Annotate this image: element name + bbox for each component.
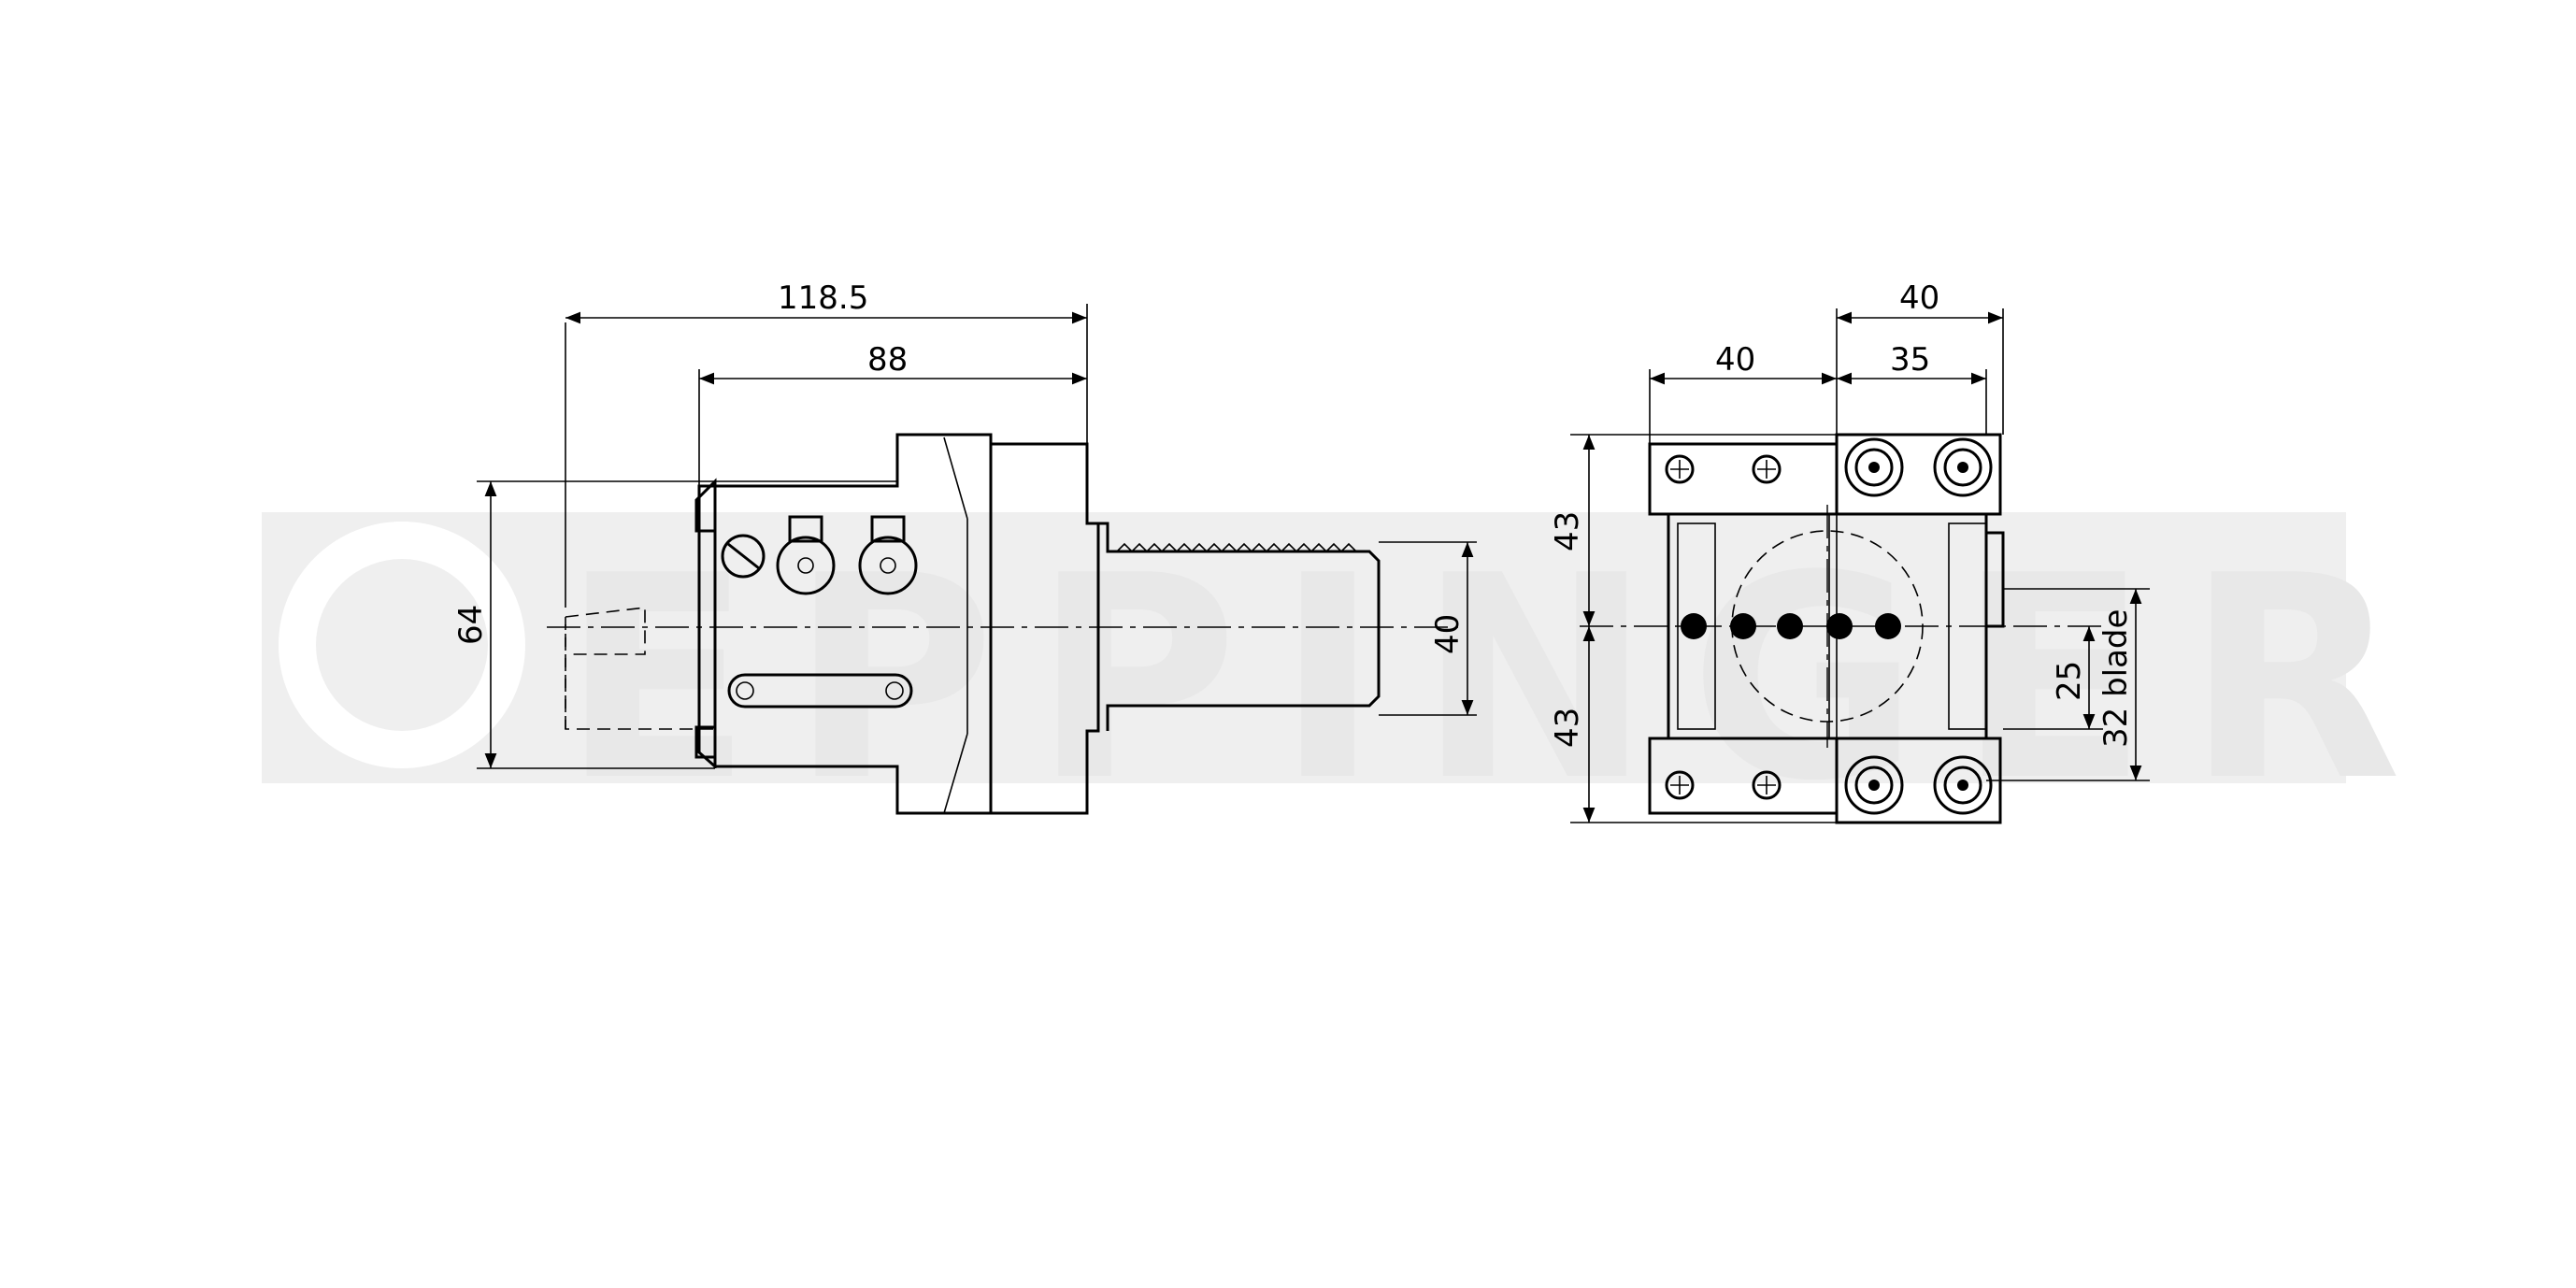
front-hole-tl-1	[1665, 454, 1695, 484]
front-screw-tr-1	[1844, 437, 1904, 497]
watermark: EPPINGER	[262, 512, 2440, 842]
front-clamp-screw-3	[1777, 613, 1803, 639]
dim-top-width-label: 40	[1899, 279, 1939, 317]
front-screw-br-2	[1933, 755, 1993, 815]
front-hole-bl-1	[1665, 770, 1695, 800]
front-hole-bl-2	[1752, 770, 1782, 800]
front-screw-tr-2	[1933, 437, 1993, 497]
front-view: 40 40 35 43 43 25 32 blade	[1549, 279, 2150, 824]
watermark-text: EPPINGER	[561, 516, 2440, 842]
front-top-right-block	[1835, 433, 2002, 516]
dim-overall-length-label: 118.5	[778, 279, 868, 317]
watermark-logo-icon	[279, 522, 525, 768]
dim-body-length-label: 88	[867, 341, 908, 379]
side-screw-2	[858, 515, 918, 595]
front-clamp-screw-2	[1730, 613, 1756, 639]
front-clamp-screw-4	[1826, 613, 1853, 639]
side-head-outline	[697, 433, 1100, 815]
front-screw-br-1	[1844, 755, 1904, 815]
side-shank	[1087, 522, 1381, 731]
side-flange-dash-1	[943, 436, 968, 520]
dim-offset-label: 25	[2051, 661, 2088, 701]
front-clamp-screw-1	[1681, 613, 1707, 639]
dim-height-label: 64	[452, 605, 490, 645]
side-slot	[727, 673, 913, 708]
dim-right-width-label: 35	[1890, 341, 1930, 379]
side-screw-1	[776, 515, 836, 595]
dim-upper-height-label: 43	[1549, 511, 1586, 551]
side-serration	[1116, 542, 1357, 553]
side-view: 118.5 88 64 40	[452, 279, 1477, 815]
front-side-clamp	[1984, 531, 2005, 628]
dim-shank-label: 40	[1429, 614, 1467, 654]
front-top-left-block	[1648, 442, 1839, 516]
side-slot-screw	[721, 534, 766, 579]
front-hole-tl-2	[1752, 454, 1782, 484]
dim-blade-label: 32 blade	[2097, 609, 2135, 748]
dim-lower-height-label: 43	[1549, 708, 1586, 748]
front-clamp-screw-5	[1875, 613, 1901, 639]
side-flange-dash-2	[943, 733, 968, 814]
dim-left-width-label: 40	[1715, 341, 1755, 379]
